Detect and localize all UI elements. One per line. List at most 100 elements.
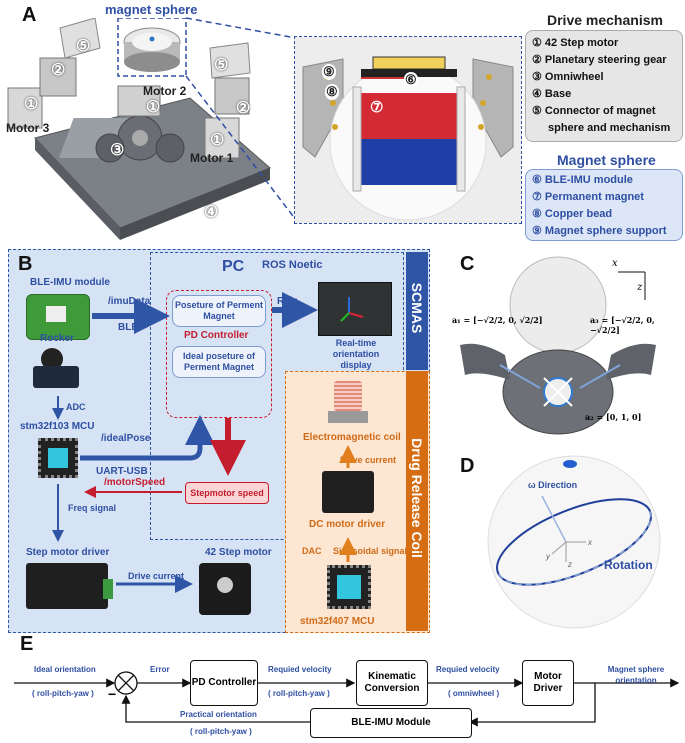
c-axis-x: x	[612, 258, 618, 269]
ble-imu-module-label: BLE-IMU module	[30, 277, 110, 288]
callout-6: ⑥	[404, 72, 418, 88]
poseture-box: Poseture of Perment Magnet	[172, 295, 266, 327]
drive-item-2: ② Planetary steering gear	[532, 54, 667, 66]
step-driver-device	[26, 563, 113, 609]
ble-label: BLE	[118, 322, 138, 333]
zoom-connector-lines	[185, 17, 297, 221]
step-motor-label: 42 Step motor	[205, 547, 272, 558]
drive-item-5b: sphere and mechanism	[548, 122, 671, 134]
drive-item-3: ③ Omniwheel	[532, 71, 604, 83]
drive-item-5: ⑤ Connector of magnet	[532, 105, 656, 117]
ideal-poseture-box: Ideal poseture of Perment Magnet	[172, 346, 266, 378]
motor-speed-label: /motorSpeed	[104, 477, 166, 488]
dac-label: DAC	[302, 546, 322, 556]
c-axis-z: z	[637, 282, 643, 293]
scmas-bar	[406, 252, 428, 370]
drive-mechanism-legend: ① 42 Step motor ② Planetary steering gea…	[525, 30, 683, 142]
magnet-item-9: ⑨ Magnet sphere support	[532, 225, 667, 237]
kinematic-conversion-block: Kinematic Conversion	[356, 660, 428, 706]
ros-noetic-label: ROS Noetic	[262, 259, 323, 271]
stm32f407-label: stm32f407 MCU	[300, 616, 375, 627]
pd-controller-frame	[166, 290, 272, 418]
callout-5-right: ⑤	[214, 57, 229, 74]
pc-label: PC	[222, 258, 245, 275]
required-velocity-label-1: Requied velocity	[268, 665, 332, 674]
callout-8: ⑧	[325, 84, 339, 100]
required-velocity-label-2: Requied velocity	[436, 665, 500, 674]
dc-driver-device	[322, 471, 374, 513]
c-a3-label: a₃ = [−√2/2, 0, −√2/2]	[590, 315, 655, 335]
motor-3-label: Motor 3	[6, 121, 50, 135]
electromagnetic-coil-device	[328, 381, 368, 427]
drive-mechanism-illustration	[7, 18, 271, 240]
motor-2-label: Motor 2	[143, 84, 187, 98]
practical-rpy-label: ( roll-pitch-yaw )	[190, 727, 252, 736]
rotation-sphere-illustration	[487, 455, 661, 629]
panel-e-arrows	[14, 671, 680, 727]
drive-current-label: Drive current	[128, 571, 185, 581]
drive-mechanism-title: Drive mechanism	[547, 12, 663, 28]
error-label: Error	[150, 665, 170, 674]
ideal-rpy-label: ( roll-pitch-yaw )	[32, 689, 94, 698]
magnet-orientation-label: Magnet sphere orientation	[607, 665, 665, 685]
coil-drive-current-label: Drive current	[340, 455, 397, 465]
callout-5-left: ⑤	[76, 38, 91, 55]
motor-driver-block: Motor Driver	[522, 660, 574, 706]
magnet-item-8: ⑧ Copper bead	[532, 208, 613, 220]
callout-1-right: ①	[210, 132, 225, 149]
ideal-orientation-label: Ideal orientation	[34, 665, 96, 674]
rocker-label: Rocker	[40, 333, 74, 344]
callout-1-center: ①	[146, 99, 161, 116]
callout-2-right: ②	[236, 100, 251, 117]
omniwheel-label: ( omniwheel )	[448, 689, 500, 698]
motor-1-label: Motor 1	[190, 151, 234, 165]
required-rpy-label: ( roll-pitch-yaw )	[268, 689, 330, 698]
callout-9: ⑨	[322, 64, 336, 80]
practical-orientation-label: Practical orientation	[180, 710, 257, 719]
magnet-sphere-legend-title: Magnet sphere	[557, 152, 656, 168]
ble-imu-module-block: BLE-IMU Module	[310, 708, 472, 738]
callout-2-left: ②	[51, 62, 66, 79]
magnet-sphere-title: magnet sphere	[105, 2, 198, 17]
callout-3: ③	[110, 142, 125, 159]
step-motor-device	[199, 563, 251, 615]
drive-item-4: ④ Base	[532, 88, 572, 100]
stm32f103-chip-icon	[38, 438, 78, 478]
imu-data-label: /imuData	[108, 296, 151, 307]
axes-icon	[340, 297, 364, 322]
sinusoidal-signal-label: Sinusoidal signal	[333, 546, 408, 556]
freq-signal-label: Freq signal	[68, 503, 117, 513]
c-a1-label: a₁ = [−√2/2, 0, √2/2]	[452, 315, 543, 325]
step-driver-label: Step motor driver	[26, 547, 110, 558]
callout-1-left: ①	[24, 96, 39, 113]
adc-label: ADC	[66, 402, 86, 412]
rocker-joystick	[33, 348, 81, 390]
uart-usb-label: UART-USB	[96, 466, 148, 477]
panel-letter-b: B	[18, 253, 33, 275]
d-axis-x: x	[588, 538, 592, 547]
pd-controller-label: PD Controller	[184, 330, 249, 341]
stepmotor-speed-box: Stepmotor speed	[185, 482, 269, 504]
rotation-label: Rotation	[604, 558, 653, 572]
drive-item-1: ① 42 Step motor	[532, 37, 619, 49]
minus-sign: −	[108, 686, 117, 702]
ble-imu-chip	[46, 306, 66, 322]
drug-release-bar	[406, 371, 428, 631]
omniwheel-sphere-illustration	[460, 256, 656, 435]
c-a2-label: a₂ = [0, 1, 0]	[585, 412, 642, 422]
callout-4: ④	[204, 204, 219, 221]
magnet-item-6: ⑥ BLE-IMU module	[532, 174, 633, 186]
realtime-display-label: Real-time orientation display	[332, 338, 380, 370]
omega-direction-label: ω Direction	[528, 480, 578, 490]
magnet-item-7: ⑦ Permanent magnet	[532, 191, 644, 203]
panel-letter-e: E	[20, 633, 34, 655]
callout-7: ⑦	[370, 99, 384, 116]
stm32f103-label: stm32f103 MCU	[20, 421, 95, 432]
electromagnetic-coil-label: Electromagnetic coil	[303, 432, 401, 443]
d-axis-z: z	[568, 560, 572, 569]
d-axis-y: y	[546, 552, 550, 561]
dc-driver-label: DC motor driver	[309, 519, 386, 530]
rviz-display	[318, 282, 392, 336]
pd-controller-block: PD Controller	[190, 660, 258, 706]
magnet-sphere-legend: ⑥ BLE-IMU module ⑦ Permanent magnet ⑧ Co…	[525, 169, 683, 241]
